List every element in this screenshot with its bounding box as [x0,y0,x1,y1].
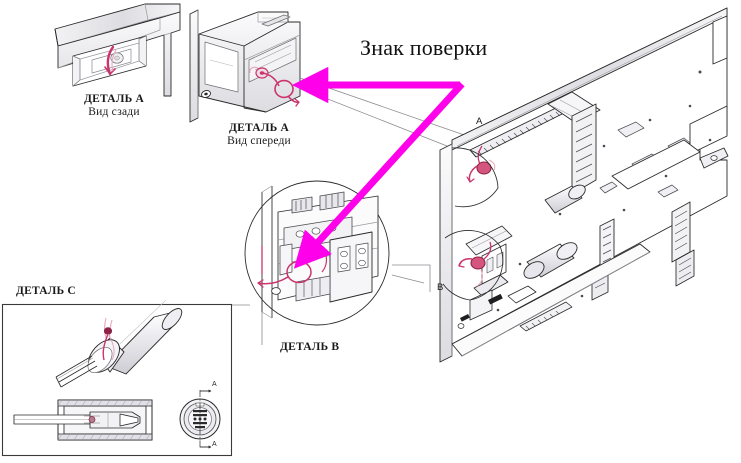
detail-a-rear-seal-mark [104,45,117,76]
board-callout-circles [442,147,504,301]
magenta-arrows [291,66,465,269]
main-board-illustration [439,7,729,363]
caption-detail-c: ДЕТАЛЬ С [16,285,76,297]
capacitors [523,184,586,279]
caption-detail-a-front-line1: ДЕТАЛЬ А [229,122,289,134]
callout-label-b: B [437,282,444,293]
caption-detail-a-rear: ДЕТАЛЬ А Вид сзади [69,93,159,119]
main-board-seal-a [466,145,496,183]
caption-detail-a-rear-line2: Вид сзади [88,105,140,118]
section-mark-top: A [212,381,217,388]
arrow-to-detail-b [293,81,465,269]
detail-a-rear-window [72,35,147,87]
detail-a-front-illustration [189,9,301,123]
detail-c-panel [1,299,233,457]
detail-c-seal-mark [102,317,115,361]
caption-detail-a-rear-line1: ДЕТАЛЬ А [84,93,144,105]
caption-detail-a-front: ДЕТАЛЬ А Вид спереди [210,122,308,148]
detail-c-face-view-aa [179,389,221,449]
zone-b-components [457,225,573,332]
caption-detail-a-front-line2: Вид спереди [227,134,291,147]
main-board-seal-b [458,241,492,287]
page-title: Знак поверки [360,35,488,60]
callout-label-a: A [476,116,483,127]
detail-a-rear-illustration [54,3,181,97]
caption-detail-b: ДЕТАЛЬ В [280,341,340,353]
detail-b-illustration [244,180,390,326]
section-mark-bottom: A [212,441,217,448]
detail-c-section-view [13,386,153,441]
